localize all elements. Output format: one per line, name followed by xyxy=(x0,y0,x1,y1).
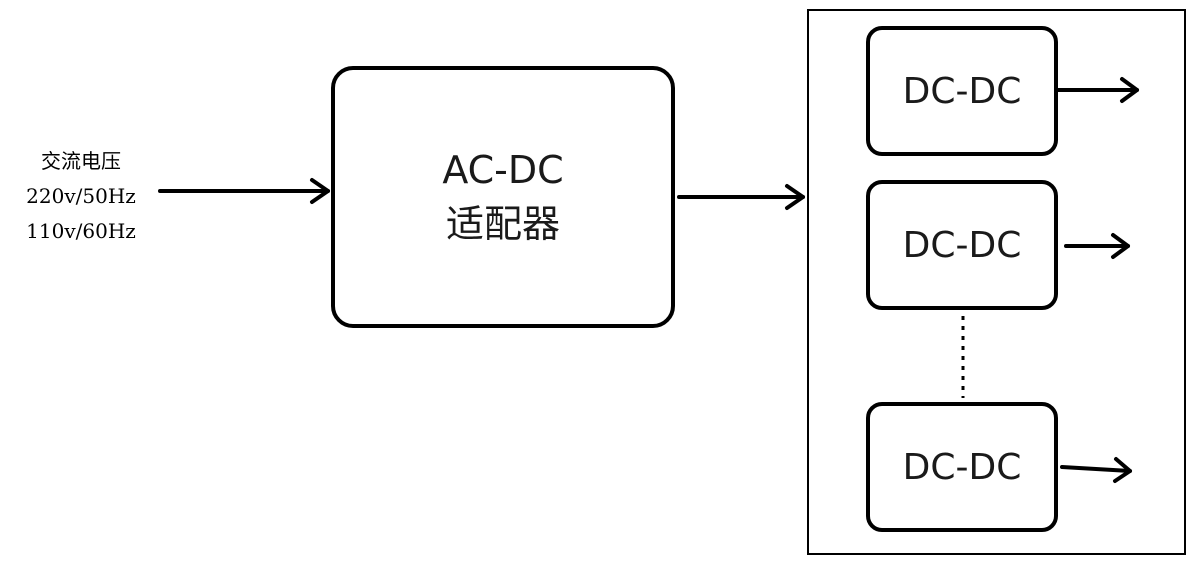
adapter-label: 适配器 xyxy=(445,202,560,246)
dc-dc-converter-3: DC-DC xyxy=(866,402,1058,532)
input-voltage-spec-220: 220v/50Hz xyxy=(26,184,136,208)
dc-dc-converter-1-label: DC-DC xyxy=(902,70,1022,112)
dcdc2-output-arrow-head xyxy=(1111,233,1130,259)
dcdc3-output-arrow-head xyxy=(1113,457,1132,483)
dcdc1-output-arrow-head xyxy=(1120,77,1139,103)
dc-dc-group-frame xyxy=(807,9,1186,555)
dc-dc-converter-3-label: DC-DC xyxy=(902,446,1022,488)
ac-dc-adapter-box: AC-DC 适配器 xyxy=(331,66,675,328)
ac-dc-label: AC-DC xyxy=(442,148,564,192)
dcdc3-output-arrow-line xyxy=(1060,465,1132,473)
input-voltage-title: 交流电压 xyxy=(41,149,121,173)
adapter-output-arrow-head xyxy=(785,184,805,210)
input-voltage-spec-110: 110v/60Hz xyxy=(26,219,136,243)
input-voltage-label: 交流电压 220v/50Hz 110v/60Hz xyxy=(6,144,156,249)
input-arrow-head xyxy=(310,178,330,204)
dc-dc-converter-2: DC-DC xyxy=(866,180,1058,310)
dc-dc-converter-1: DC-DC xyxy=(866,26,1058,156)
dc-dc-converter-2-label: DC-DC xyxy=(902,224,1022,266)
